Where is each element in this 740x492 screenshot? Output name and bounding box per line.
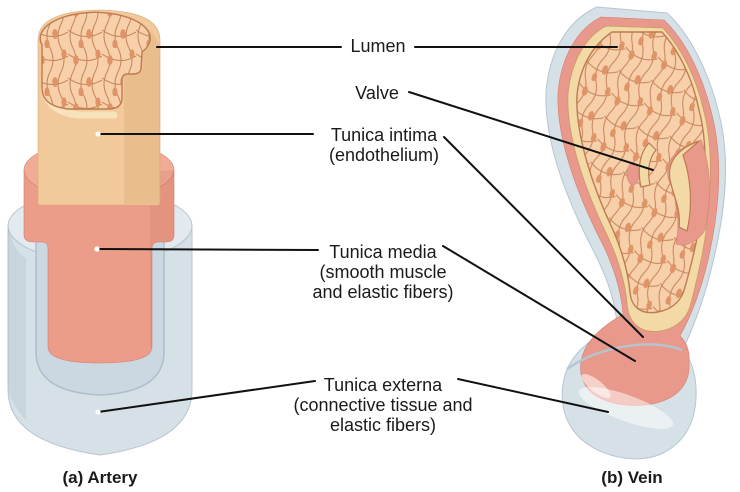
leader-media-left bbox=[96, 248, 319, 251]
label-tunica-intima-line2: (endothelium) bbox=[328, 145, 440, 165]
artery-illustration bbox=[7, 9, 193, 456]
leader-anchor-dot-externa bbox=[95, 409, 101, 415]
vein-externa-cut-edge bbox=[566, 343, 683, 371]
label-tunica-intima-line1: Tunica intima bbox=[330, 125, 438, 145]
vein-glass-highlight bbox=[578, 386, 674, 430]
label-tunica-intima: Tunica intima (endothelium) bbox=[329, 125, 439, 165]
vein-valve-pocket-left bbox=[626, 162, 640, 186]
leader-lines bbox=[94, 46, 654, 415]
label-tunica-externa: Tunica externa (connective tissue and el… bbox=[293, 375, 472, 435]
artery-externa-shading bbox=[8, 226, 26, 420]
label-lumen: Lumen bbox=[350, 36, 405, 56]
label-valve-text: Valve bbox=[355, 83, 399, 103]
leader-intima-right bbox=[443, 136, 644, 338]
label-tunica-media: Tunica media (smooth muscle and elastic … bbox=[312, 242, 453, 302]
label-tunica-externa-line1: Tunica externa bbox=[323, 375, 443, 395]
artery-lumen-texture bbox=[39, 11, 151, 110]
caption-vein: (b) Vein bbox=[601, 468, 662, 488]
label-tunica-media-line2: (smooth muscle bbox=[319, 262, 447, 282]
leader-externa-left bbox=[97, 380, 316, 413]
leader-media-right bbox=[442, 245, 636, 362]
label-tunica-media-line3: and elastic fibers) bbox=[312, 282, 454, 302]
label-tunica-externa-line2: (connective tissue and bbox=[293, 395, 473, 415]
vein-illustration bbox=[545, 6, 727, 460]
vein-valve-flap-left bbox=[638, 142, 657, 188]
label-tunica-media-line1: Tunica media bbox=[329, 242, 437, 262]
label-tunica-externa-line3: elastic fibers) bbox=[329, 415, 437, 435]
caption-vein-text: (b) Vein bbox=[601, 468, 663, 487]
caption-artery: (a) Artery bbox=[63, 468, 138, 488]
leader-anchor-dot-intima bbox=[95, 131, 101, 137]
leader-valve bbox=[408, 91, 654, 171]
caption-artery-text: (a) Artery bbox=[62, 468, 138, 487]
artery-media-shading bbox=[150, 170, 174, 347]
leader-externa-right bbox=[457, 378, 609, 413]
vein-glass-highlight-small bbox=[581, 373, 611, 399]
vein-valve-flap-right bbox=[668, 140, 700, 232]
label-valve: Valve bbox=[355, 83, 399, 103]
label-lumen-text: Lumen bbox=[350, 36, 406, 56]
leader-anchor-dot-media bbox=[94, 246, 100, 252]
